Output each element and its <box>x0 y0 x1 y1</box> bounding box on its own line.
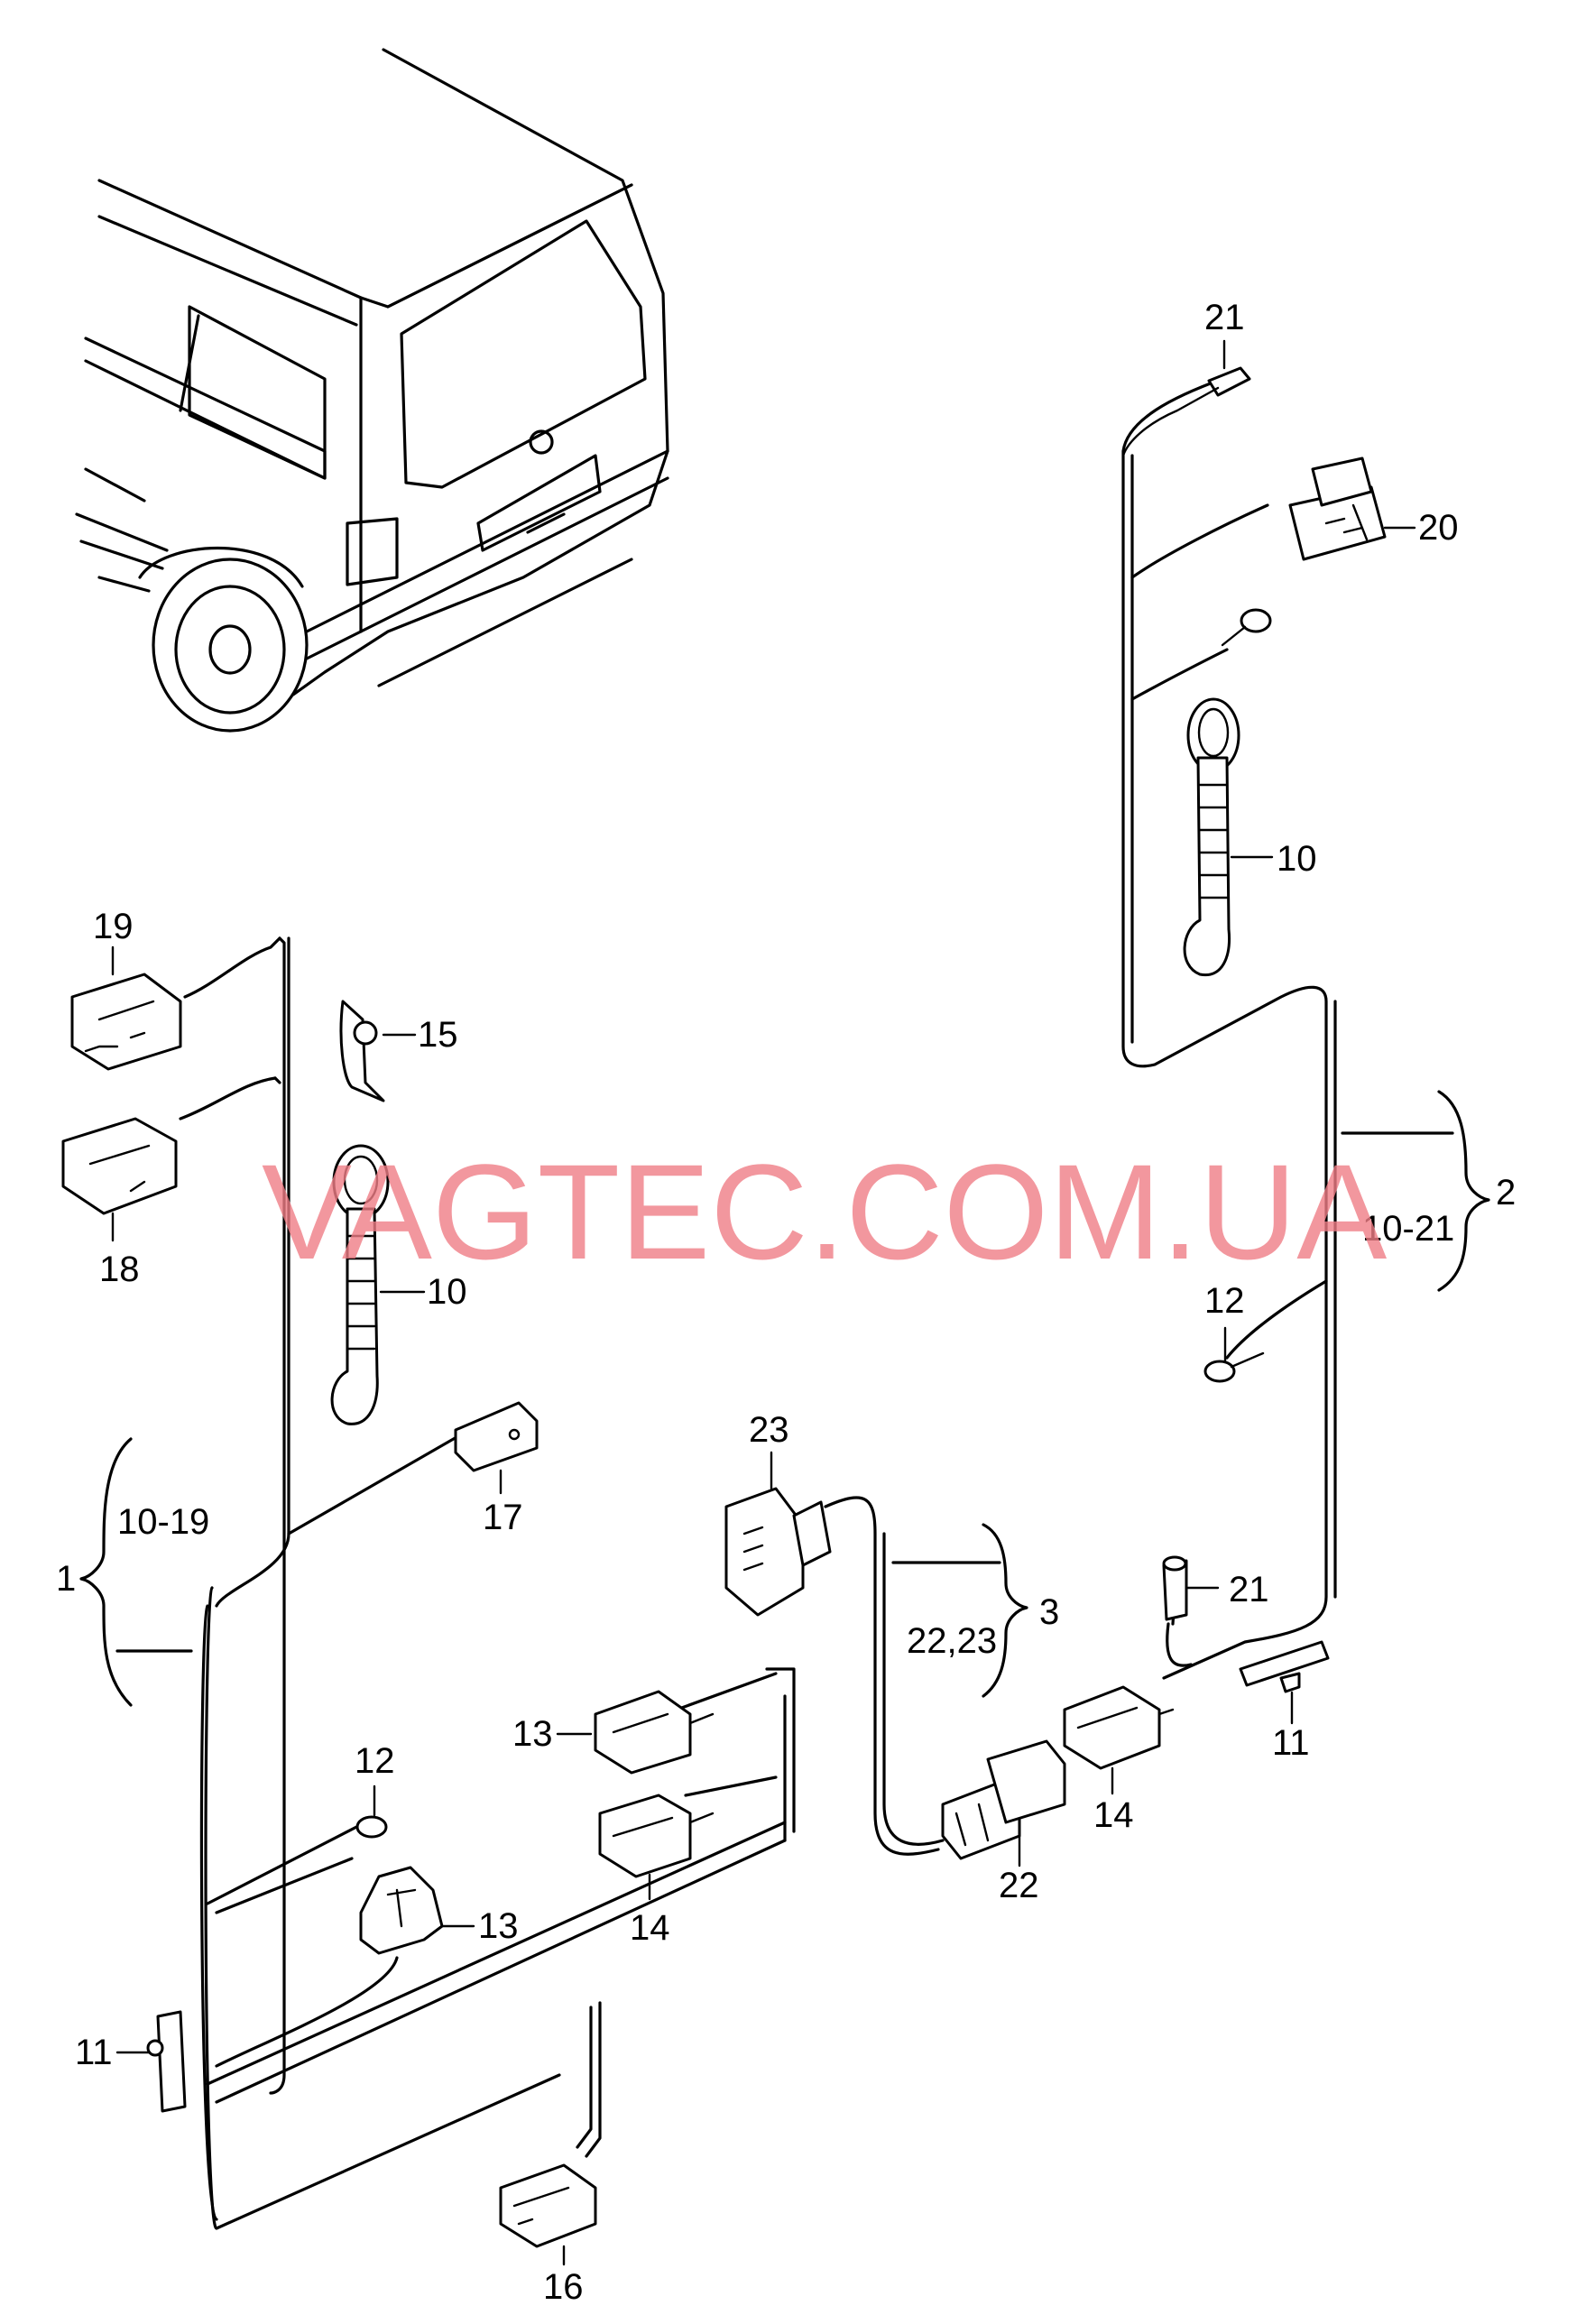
callout-10-right: 10 <box>1277 839 1317 879</box>
watermark: VAGTEC.COM.UA <box>262 1136 1387 1287</box>
bracket-group-1 <box>79 1437 193 1707</box>
clip-15 <box>339 1000 385 1102</box>
callout-10-left: 10 <box>427 1272 467 1312</box>
harness-1-wires <box>179 936 796 2230</box>
callout-23: 23 <box>749 1410 789 1450</box>
callout-labels: 21 20 10 19 15 18 10 12 17 23 21 13 12 1… <box>75 298 1459 2307</box>
callout-13-a: 13 <box>512 1714 553 1754</box>
grommet-cable-10-right <box>1183 697 1240 977</box>
callout-12-right: 12 <box>1204 1281 1245 1321</box>
sensor-21-mid <box>1162 1555 1188 1621</box>
callout-14-right: 14 <box>1093 1795 1134 1835</box>
connector-20 <box>1288 456 1387 561</box>
callout-17: 17 <box>483 1498 523 1537</box>
group-3-number: 3 <box>1039 1592 1059 1632</box>
callout-14-mid: 14 <box>630 1908 670 1948</box>
connector-14-mid <box>598 1794 715 1878</box>
callout-11-right: 11 <box>1272 1723 1310 1763</box>
harness-3-wires <box>824 1496 945 1856</box>
bracket-group-2 <box>1341 1090 1490 1292</box>
callout-21-top: 21 <box>1204 298 1245 337</box>
callout-15: 15 <box>418 1015 458 1055</box>
ring-terminal-12-right <box>1203 1351 1265 1383</box>
connector-18 <box>61 1117 178 1215</box>
group-1-number: 1 <box>56 1559 76 1599</box>
group-labels: 1 10-19 2 10-21 3 22,23 <box>56 1173 1516 1661</box>
callout-12-left: 12 <box>355 1741 395 1781</box>
group-3-range: 22,23 <box>907 1621 997 1661</box>
group-2-number: 2 <box>1496 1173 1516 1213</box>
connector-16 <box>499 2163 597 2248</box>
connector-22 <box>941 1739 1066 1860</box>
callout-21-mid: 21 <box>1229 1570 1269 1609</box>
grommet-11-right <box>1239 1640 1330 1693</box>
group-1-range: 10-19 <box>117 1502 209 1542</box>
harness-2-wires <box>1121 377 1337 1680</box>
grommet-11-left <box>146 2010 187 2113</box>
callout-13-b: 13 <box>478 1906 519 1946</box>
switch-17 <box>454 1401 539 1472</box>
callout-20: 20 <box>1418 508 1459 548</box>
vehicle-rear-illustration <box>75 48 669 733</box>
grommet-cable-10-left <box>330 1144 390 1425</box>
socket-23 <box>724 1487 832 1617</box>
connector-13-b <box>359 1866 444 1955</box>
callout-11-left: 11 <box>75 2033 113 2072</box>
callout-19: 19 <box>93 907 134 946</box>
callout-18: 18 <box>99 1250 140 1289</box>
sensor-21-top <box>1121 366 1251 457</box>
connector-13-a <box>594 1690 715 1775</box>
connector-14-right <box>1063 1685 1175 1770</box>
leader-lines <box>111 339 1416 2266</box>
ring-terminal-right <box>1221 608 1272 647</box>
group-2-range: 10-21 <box>1362 1209 1454 1249</box>
callout-16: 16 <box>543 2267 584 2307</box>
bracket-group-3 <box>891 1523 1028 1698</box>
ring-terminal-12-left <box>355 1815 388 1839</box>
callout-22: 22 <box>999 1866 1039 1905</box>
connector-19 <box>70 973 182 1071</box>
